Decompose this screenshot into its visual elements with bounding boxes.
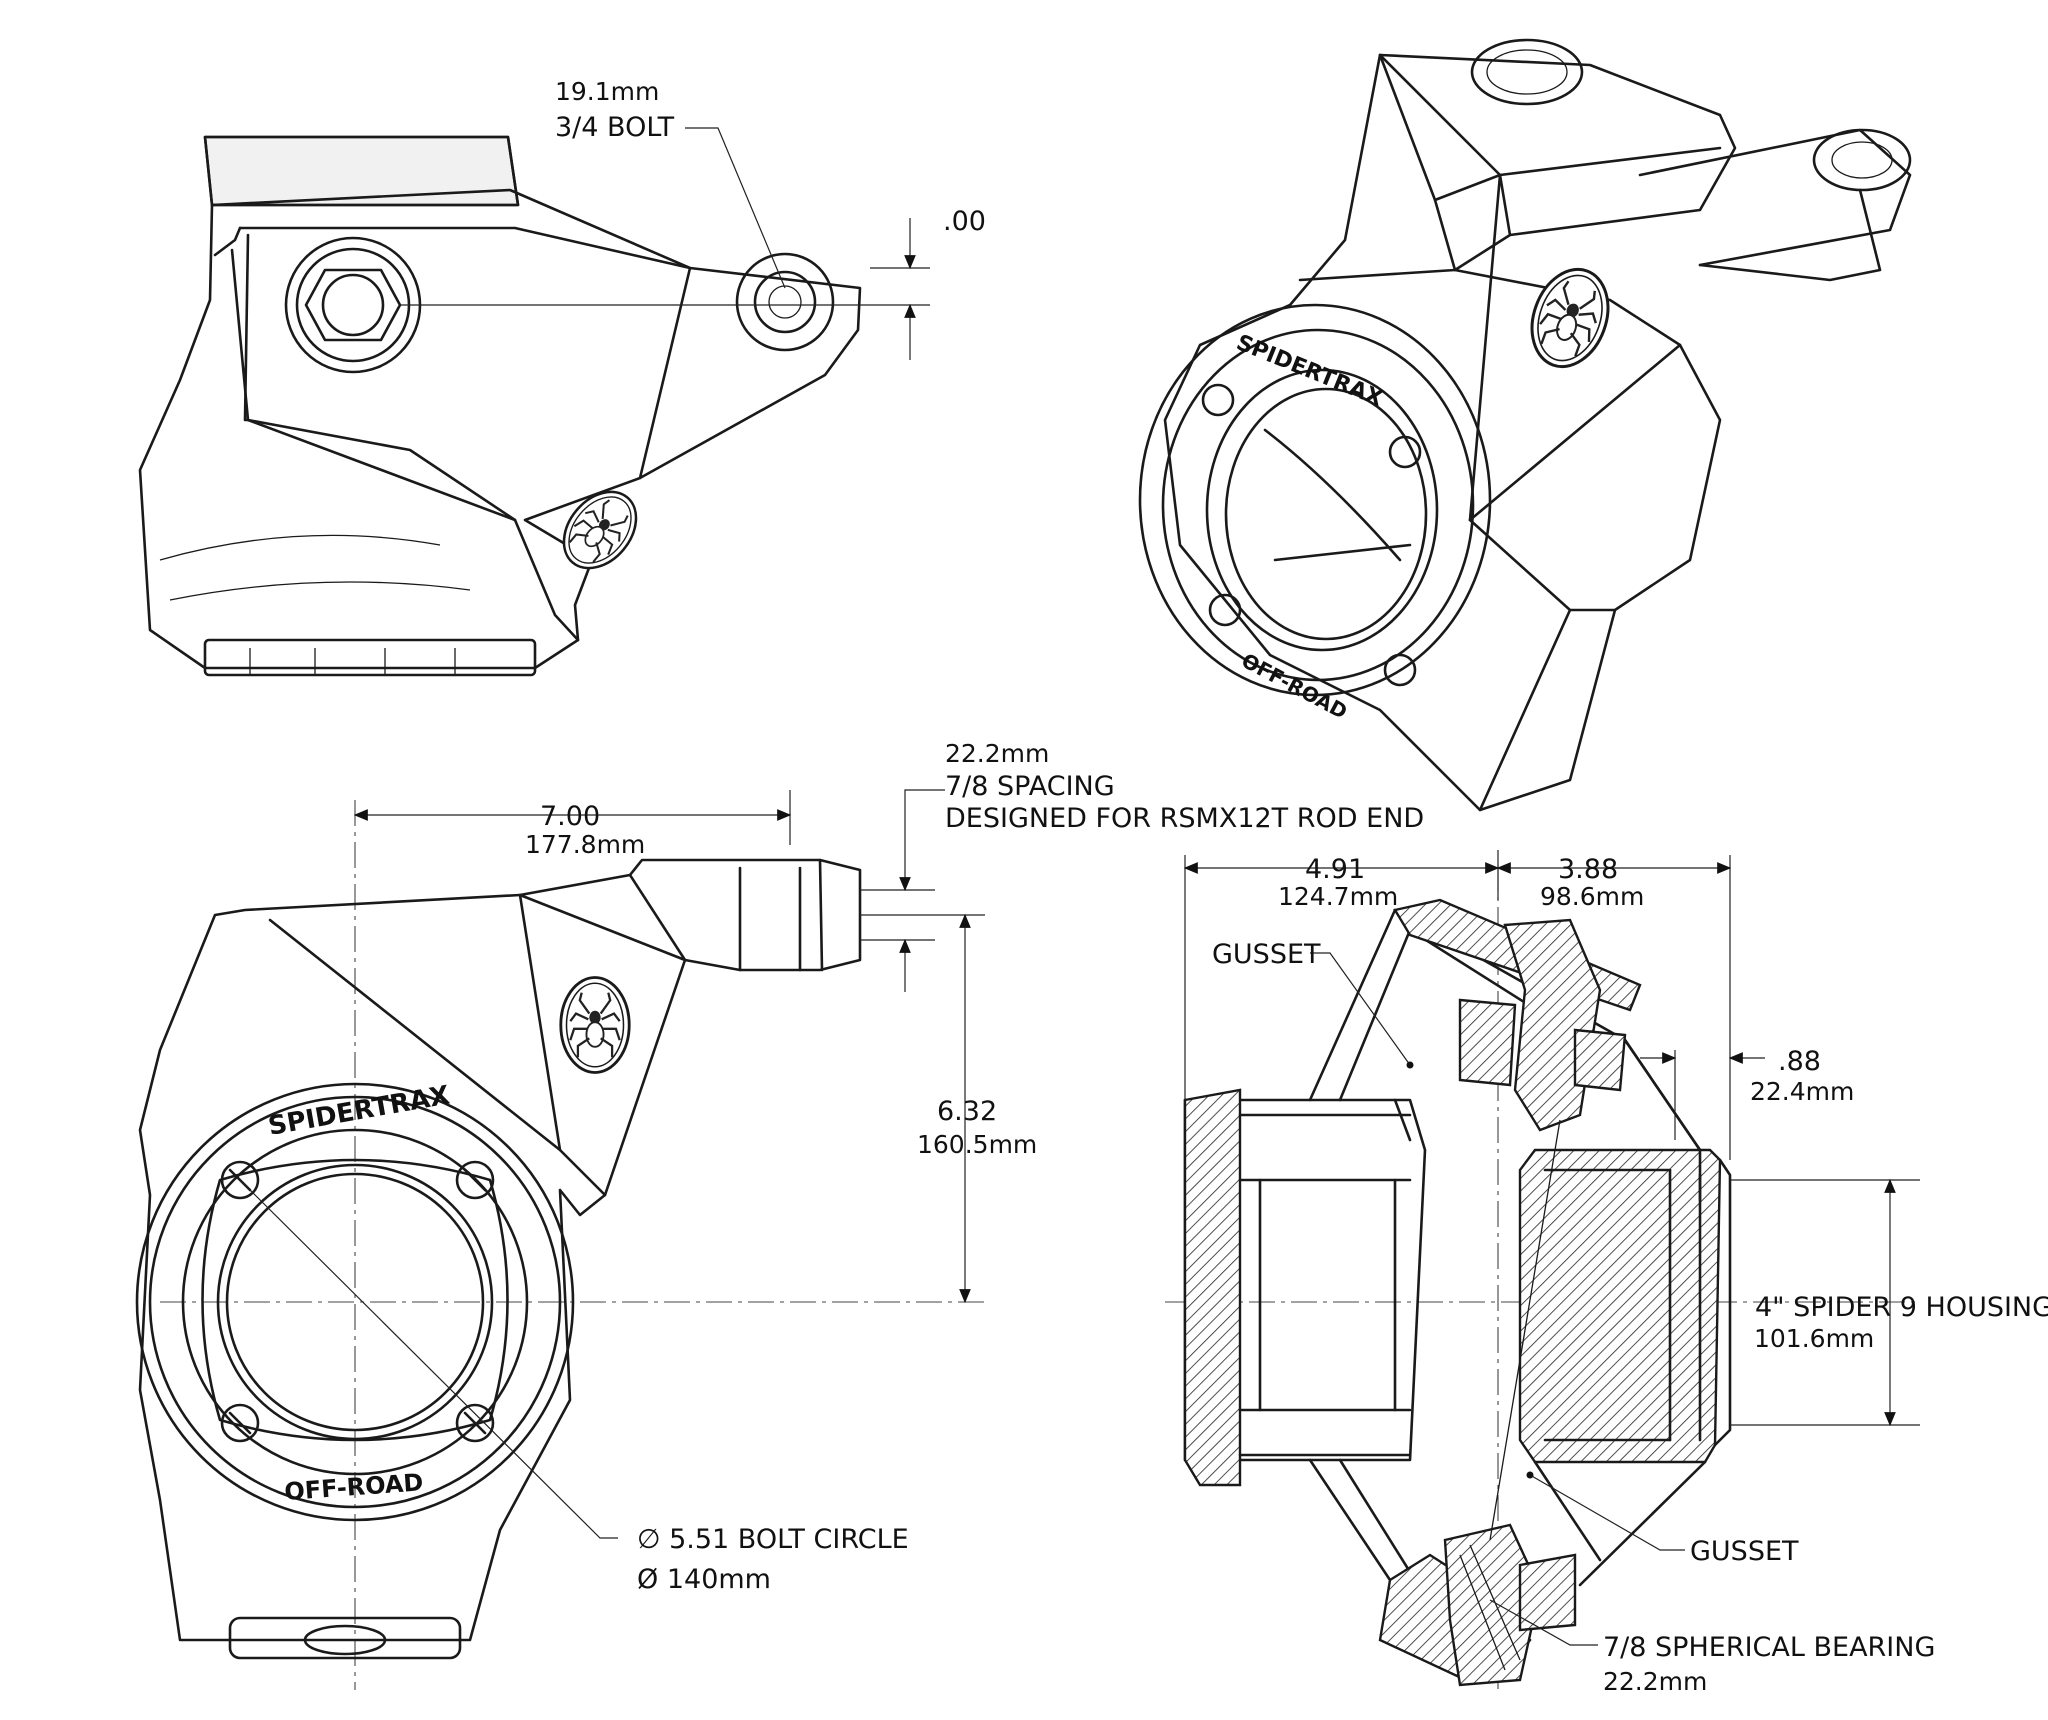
arm-height-in: 6.32 [937, 1096, 997, 1127]
left-width-in: 4.91 [1305, 854, 1365, 885]
gusset-top-label: GUSSET [1212, 939, 1321, 970]
spacing-metric: 22.2mm [945, 739, 1049, 768]
top-offset: .00 [943, 206, 986, 237]
front-view-bottom-left: SPIDERTRAX OFF-ROAD [135, 789, 985, 1690]
right-width-mm: 98.6mm [1540, 882, 1644, 911]
ring-brand-top: SPIDERTRAX [1233, 330, 1386, 411]
top-bolt-size: 3/4 BOLT [555, 112, 675, 143]
bearing-mm: 22.2mm [1603, 1667, 1707, 1696]
bolt-circle-mm: Ø 140mm [637, 1564, 771, 1595]
arm-height-mm: 160.5mm [917, 1130, 1037, 1159]
right-width-in: 3.88 [1558, 854, 1618, 885]
offset-mm: 22.4mm [1750, 1077, 1854, 1106]
housing-size: 4" SPIDER 9 HOUSING [1755, 1292, 2048, 1323]
gusset-bottom-label: GUSSET [1690, 1536, 1799, 1567]
rod-end-note: DESIGNED FOR RSMX12T ROD END [945, 803, 1424, 834]
ring-brand-top-front: SPIDERTRAX [266, 1080, 452, 1141]
isometric-view-top-right: SPIDERTRAX OFF-ROAD [1138, 38, 1912, 812]
arm-length-mm: 177.8mm [525, 830, 645, 859]
spacing-size: 7/8 SPACING [945, 771, 1115, 802]
top-bolt-metric: 19.1mm [555, 77, 659, 106]
arm-length-in: 7.00 [540, 801, 600, 832]
dimension-labels: 19.1mm 3/4 BOLT .00 22.2mm 7/8 SPACING D… [525, 77, 2048, 1696]
left-width-mm: 124.7mm [1278, 882, 1398, 911]
bolt-circle-in: ∅ 5.51 BOLT CIRCLE [637, 1524, 909, 1555]
side-view-top-left [138, 127, 930, 677]
section-view-bottom-right [1165, 850, 1920, 1690]
offset-in: .88 [1778, 1046, 1821, 1077]
bearing-size: 7/8 SPHERICAL BEARING [1603, 1632, 1935, 1663]
housing-mm: 101.6mm [1754, 1324, 1874, 1353]
